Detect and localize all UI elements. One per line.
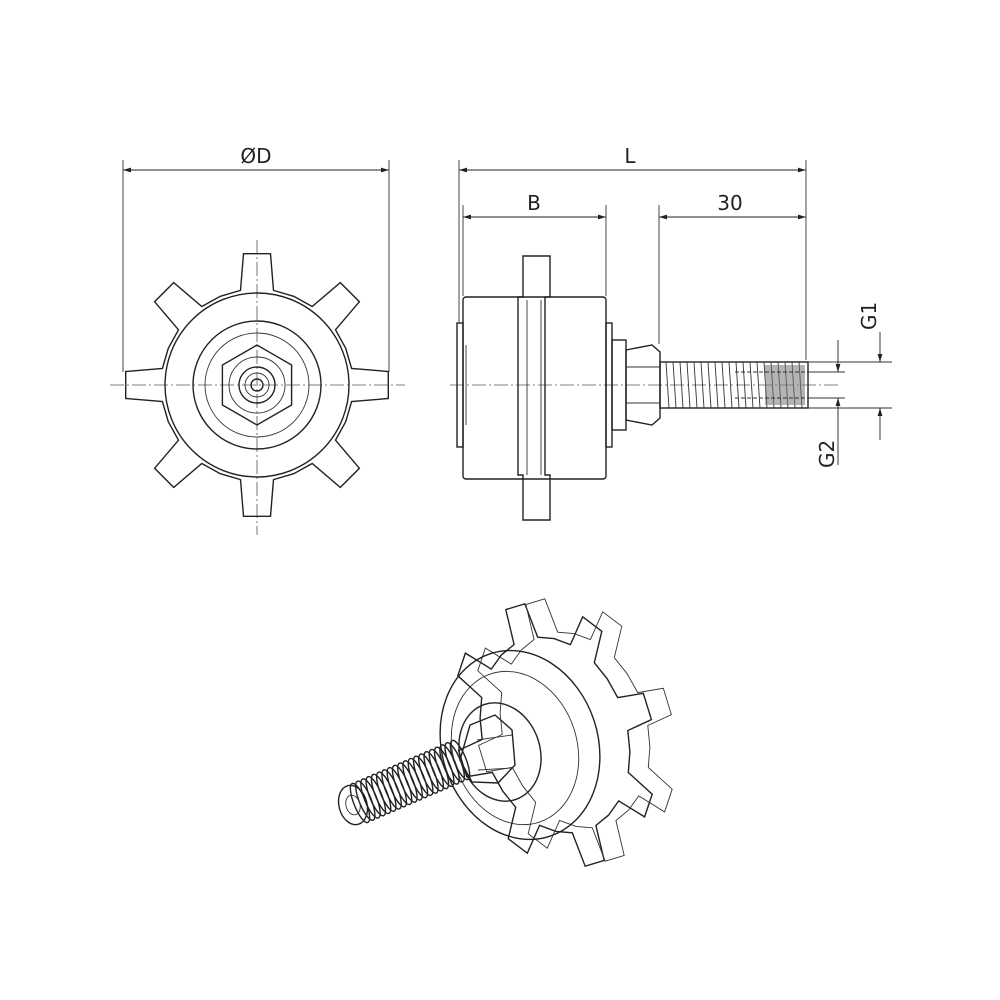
iso-bolt-end xyxy=(337,784,369,826)
iso-thread-turn xyxy=(449,739,471,781)
sprocket-plate xyxy=(517,255,551,521)
shaft-thread-line xyxy=(672,361,677,409)
shaft-thread-line xyxy=(728,361,733,409)
bolt-bore-circle xyxy=(250,378,264,392)
threaded-shaft xyxy=(659,361,809,409)
g2-label: G2 xyxy=(815,440,839,468)
roller-body xyxy=(462,296,607,480)
side-hex-nut xyxy=(625,344,661,426)
shaft-thread-line xyxy=(700,361,705,409)
g1-label: G1 xyxy=(857,302,881,330)
b-label: B xyxy=(527,191,541,215)
shaft-thread-line xyxy=(714,361,719,409)
shaft-thread-line xyxy=(721,361,726,409)
washer-circle xyxy=(228,356,286,414)
shaft-thread-line xyxy=(742,361,747,409)
sprocket-root-circle xyxy=(164,292,350,478)
side-view: L B 30 G1 G2 xyxy=(450,144,892,521)
roller-bore-circle xyxy=(204,332,310,438)
shaft-thread-line xyxy=(749,361,754,409)
hex-nut xyxy=(221,344,293,426)
iso-thread-turn xyxy=(444,741,466,783)
bolt-outer-circle xyxy=(238,366,276,404)
iso-bolt-bore xyxy=(345,794,361,816)
shaft-thread-line xyxy=(686,361,691,409)
shaft-thread-line xyxy=(693,361,698,409)
internal-thread-section xyxy=(765,365,805,405)
front-view: ØD xyxy=(110,144,405,535)
od-label: ØD xyxy=(240,144,271,168)
left-washer xyxy=(456,322,464,448)
l-label: L xyxy=(624,144,636,168)
thread-length-label: 30 xyxy=(717,191,742,215)
iso-hex-edge-1 xyxy=(476,734,513,741)
isometric-view xyxy=(337,598,673,868)
iso-roller-face xyxy=(439,649,601,841)
iso-bolt-threads xyxy=(349,739,471,824)
bolt-thread-circle xyxy=(244,372,270,398)
shaft-thread-line xyxy=(707,361,712,409)
iso-hex-edge-2 xyxy=(477,767,513,771)
sprocket-outline xyxy=(125,253,389,517)
shaft-thread-line xyxy=(756,361,761,409)
shaft-thread-line xyxy=(679,361,684,409)
roller-body-circle xyxy=(192,320,322,450)
iso-sprocket-back-outline xyxy=(477,598,673,862)
shaft-thread-line xyxy=(665,361,670,409)
shaft-thread-line xyxy=(735,361,740,409)
iso-sprocket-outline xyxy=(456,602,654,868)
